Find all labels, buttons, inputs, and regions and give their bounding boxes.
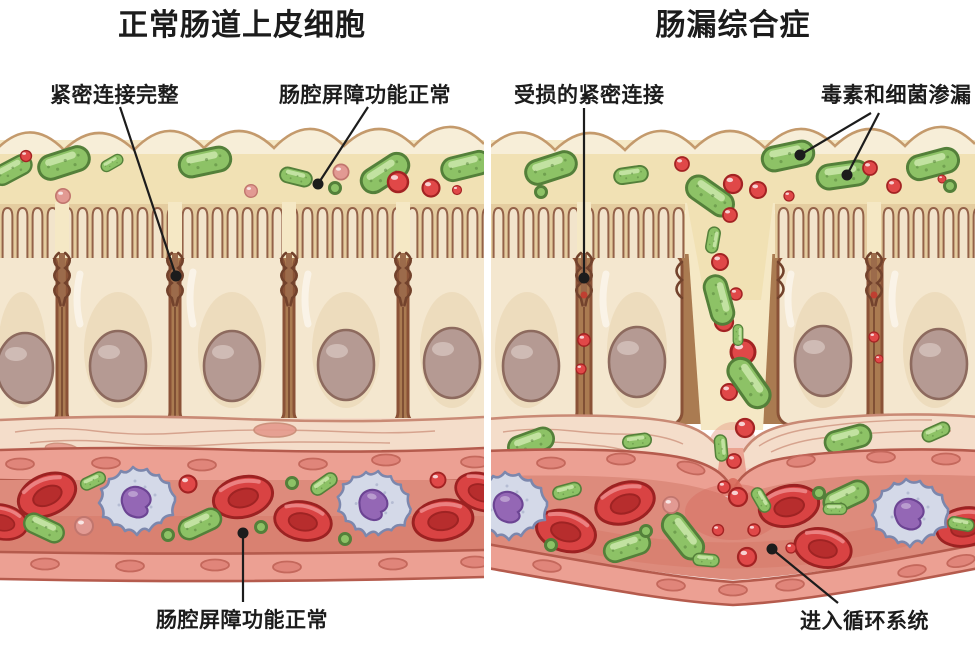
toxin-icon (886, 178, 902, 194)
toxin-icon (874, 354, 884, 364)
microbe-dot-icon (328, 181, 342, 195)
annotation-dot (794, 149, 806, 161)
bacterium-icon (713, 433, 729, 463)
toxin-icon (785, 542, 797, 554)
toxin-icon (674, 156, 690, 172)
toxin-icon (429, 471, 447, 489)
nucleus-icon (202, 329, 262, 403)
left-panel-illustration (0, 125, 484, 583)
right-panel-illustration (491, 125, 975, 607)
toxin-icon (386, 170, 410, 194)
bacterium-icon (732, 324, 744, 346)
toxin-icon (722, 173, 744, 195)
toxin-icon (575, 363, 587, 375)
toxin-icon (726, 453, 742, 469)
toxin-icon (736, 546, 758, 568)
tight-junctions (575, 253, 884, 420)
microvilli (0, 202, 484, 258)
tight-junctions (54, 253, 410, 420)
toxin-icon (748, 180, 768, 200)
particle-icon (74, 516, 94, 536)
right-panel-title: 肠漏综合症 (655, 9, 811, 42)
toxin-icon (727, 486, 749, 508)
particle-icon (332, 163, 350, 181)
nucleus-icon (501, 329, 561, 403)
membrane-cell-icon (253, 422, 297, 438)
nucleus-icon (0, 331, 55, 405)
annotation-dot (841, 169, 853, 181)
annotation-dot (578, 272, 590, 284)
bacterium-icon (822, 502, 848, 516)
particle-icon (662, 495, 680, 514)
toxin-icon (734, 417, 756, 439)
toxin-icon (577, 333, 591, 347)
bacterium-icon (691, 552, 721, 568)
nucleus-icon (607, 325, 667, 399)
toxin-icon (711, 523, 725, 537)
label-damaged-tight-junction: 受损的紧密连接 (514, 84, 665, 107)
toxin-icon (710, 252, 730, 272)
toxin-icon (729, 287, 743, 301)
toxin-icon (421, 178, 441, 198)
label-toxins-bacteria-leak: 毒素和细菌渗漏 (821, 84, 972, 107)
annotation-dot (237, 527, 249, 539)
toxin-icon (862, 160, 878, 176)
annotations (118, 106, 880, 604)
toxin-icon (868, 331, 880, 343)
annotation-dot (766, 543, 778, 555)
left-panel-title: 正常肠道上皮细胞 (118, 9, 366, 42)
particle-icon (54, 188, 71, 204)
nucleus-icon (422, 326, 482, 400)
label-enter-circulation: 进入循环系统 (800, 610, 929, 633)
particle-icon (243, 183, 258, 199)
nucleus-icon (909, 327, 969, 401)
toxin-icon (451, 184, 463, 196)
toxin-icon (783, 190, 795, 202)
nucleus-icon (88, 329, 148, 403)
toxin-icon (722, 207, 738, 223)
annotation-dot (170, 270, 182, 282)
label-barrier-function-normal: 肠腔屏障功能正常 (156, 609, 328, 632)
label-tight-junction-intact: 紧密连接完整 (50, 84, 179, 107)
toxin-icon (747, 523, 761, 537)
toxin-icon (178, 474, 198, 494)
nucleus-icon (316, 328, 376, 402)
label-lumen-barrier-normal: 肠腔屏障功能正常 (279, 84, 451, 107)
nucleus-icon (793, 324, 853, 398)
toxin-icon (717, 480, 731, 494)
toxin-icon (19, 149, 33, 163)
annotation-dot (312, 178, 324, 190)
microvilli (491, 202, 975, 258)
